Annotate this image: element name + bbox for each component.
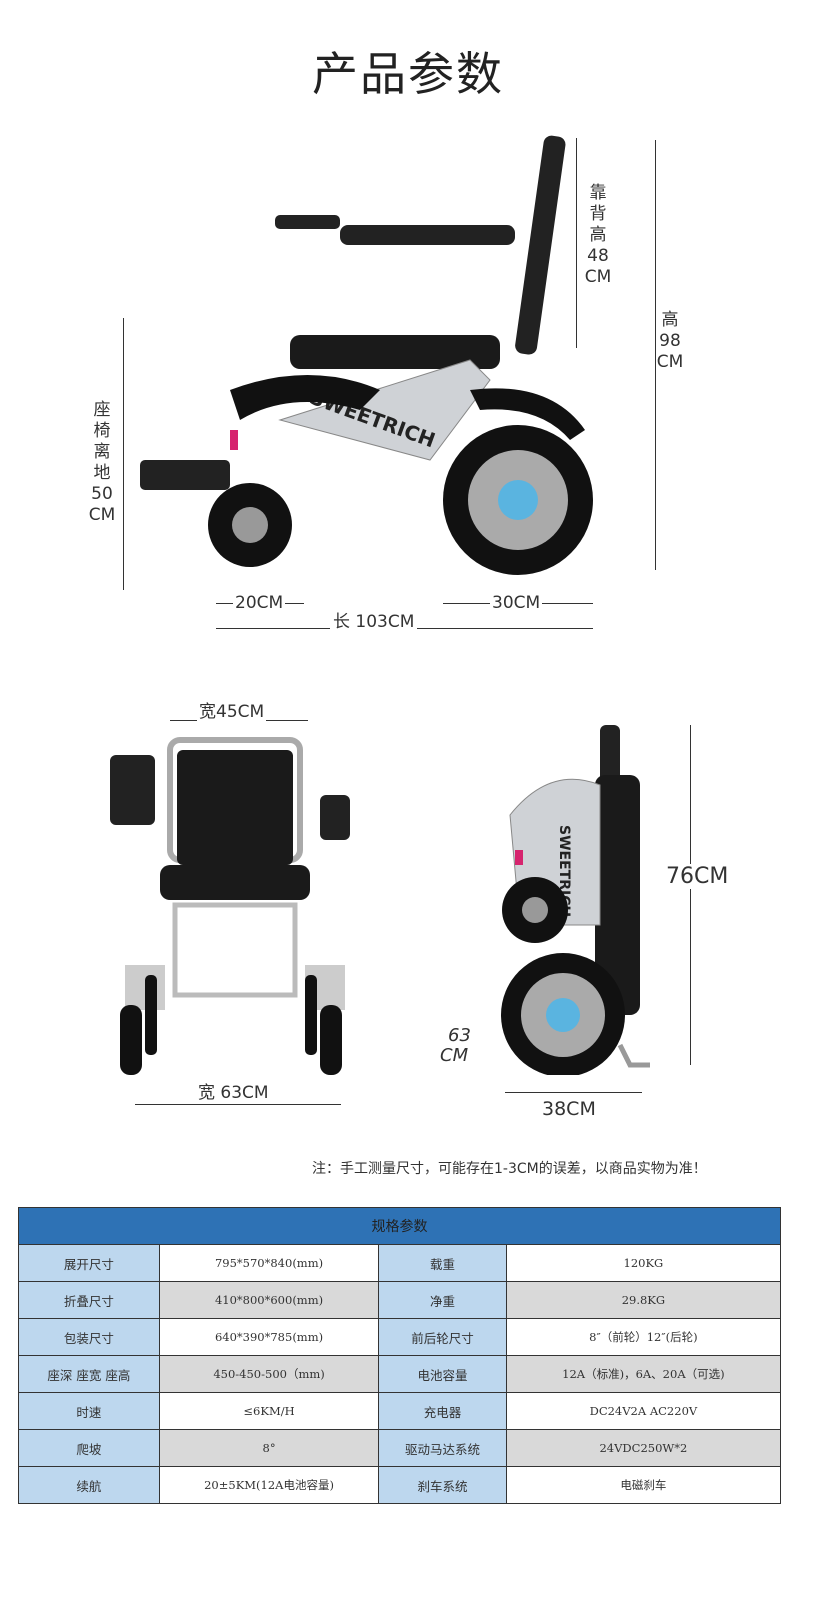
spec-label: 时速 — [18, 1392, 160, 1430]
spec-label: 充电器 — [378, 1392, 507, 1430]
spec-value: 12A（标准)，6A、20A（可选) — [505, 1355, 782, 1393]
spec-value: 8″（前轮）12″(后轮) — [505, 1318, 782, 1356]
overall-width-label: 宽 63CM — [198, 1083, 269, 1103]
folded-height-label: 76CM — [666, 864, 729, 889]
spec-label: 驱动马达系统 — [378, 1429, 507, 1467]
spec-label: 续航 — [18, 1466, 160, 1504]
wheelchair-folded-image: SWEETRICH — [501, 725, 650, 1075]
spec-label: 爬坡 — [18, 1429, 160, 1467]
folded-width-label: 38CM — [542, 1098, 596, 1120]
spec-value: 410*800*600(mm) — [158, 1281, 380, 1319]
spec-label: 展开尺寸 — [18, 1244, 160, 1282]
spec-value: 24VDC250W*2 — [505, 1429, 782, 1467]
spec-label: 折叠尺寸 — [18, 1281, 160, 1319]
spec-label: 电池容量 — [378, 1355, 507, 1393]
spec-value: 640*390*785(mm) — [158, 1318, 380, 1356]
spec-label: 前后轮尺寸 — [378, 1318, 507, 1356]
spec-label: 净重 — [378, 1281, 507, 1319]
seat-width-label: 宽45CM — [197, 697, 267, 722]
spec-value: 120KG — [505, 1244, 782, 1282]
spec-value: 450-450-500（mm) — [158, 1355, 380, 1393]
spec-value: 8° — [158, 1429, 380, 1467]
page-title: 产品参数 — [312, 47, 504, 101]
spec-label: 包装尺寸 — [18, 1318, 160, 1356]
wheelchair-side-image: SWEETRICH — [140, 135, 593, 575]
wheelchair-front-image — [110, 737, 350, 1075]
length-label: 长 103CM — [330, 607, 418, 632]
spec-label: 刹车系统 — [378, 1466, 507, 1504]
measurement-note: 注：手工测量尺寸，可能存在1-3CM的误差，以商品实物为准！ — [312, 1161, 707, 1177]
spec-value: 29.8KG — [505, 1281, 782, 1319]
spec-value: ≤6KM/H — [158, 1392, 380, 1430]
rear-overhang-label: 30CM — [490, 593, 543, 613]
spec-label: 载重 — [378, 1244, 507, 1282]
spec-value: 20±5KM(12A电池容量) — [158, 1466, 380, 1504]
front-overhang-label: 20CM — [233, 593, 286, 613]
spec-value: 电磁刹车 — [505, 1466, 782, 1504]
spec-label: 座深 座宽 座高 — [18, 1355, 160, 1393]
spec-table-title: 规格参数 — [18, 1207, 781, 1245]
spec-value: 795*570*840(mm) — [158, 1244, 380, 1282]
spec-value: DC24V2A AC220V — [505, 1392, 782, 1430]
